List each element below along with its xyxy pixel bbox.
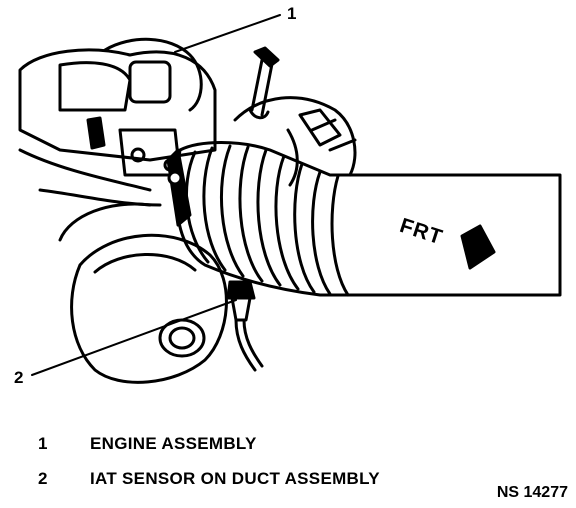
reference-code: NS 14277 [496,484,568,501]
air-duct [166,141,562,297]
legend-item-iat-sensor: 2 IAT SENSOR ON DUCT ASSEMBLY [38,469,380,489]
filler-tube [248,46,280,120]
callout-number-1: 1 [287,4,297,23]
lower-pulley [58,202,228,384]
legend-number: 2 [38,469,48,488]
iat-sensor [226,280,264,372]
front-arrow-icon [460,224,496,270]
right-component [233,96,357,187]
legend-text: IAT SENSOR ON DUCT ASSEMBLY [90,469,380,488]
callout-line-2 [31,299,237,376]
callout-line-1 [174,14,281,53]
legend-number: 1 [38,434,48,453]
legend-text: ENGINE ASSEMBLY [90,434,257,453]
engine-illustration [18,14,562,384]
legend-item-engine-assembly: 1 ENGINE ASSEMBLY [38,434,257,454]
callout-number-2: 2 [14,368,24,387]
